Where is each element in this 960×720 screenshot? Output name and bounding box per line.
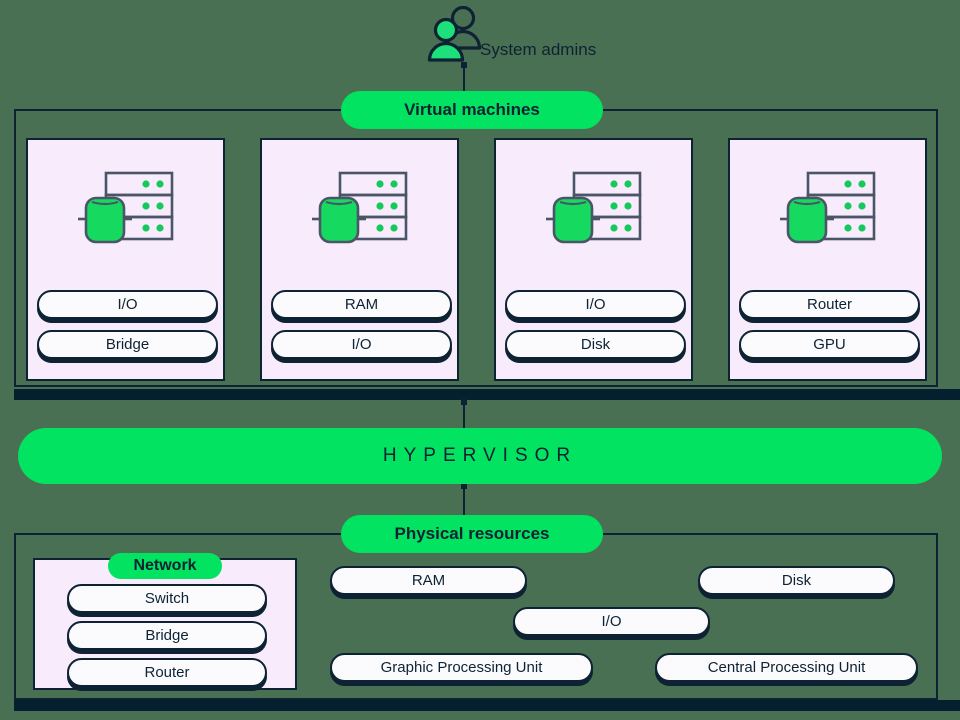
physical-resource-ram[interactable]: RAM [330,566,527,595]
vm-card-1-item-0[interactable]: I/O [37,290,218,319]
vm-card-3-item-1[interactable]: Disk [505,330,686,359]
physical-resource-disk[interactable]: Disk [698,566,895,595]
two-people-icon [427,6,482,62]
vm-card-4[interactable]: Router GPU [728,138,927,381]
vm-card-4-item-0[interactable]: Router [739,290,920,319]
vm-card-1[interactable]: I/O Bridge [26,138,225,381]
connector-hypervisor-to-physical [461,483,467,516]
server-rack-icon [311,171,407,244]
connector-admins-to-vms [461,62,467,96]
physical-resources-underbar [14,700,960,711]
vm-card-3-item-0[interactable]: I/O [505,290,686,319]
vm-card-3[interactable]: I/O Disk [494,138,693,381]
server-rack-icon [545,171,641,244]
hypervisor-bar[interactable]: HYPERVISOR [18,428,942,484]
network-item-2[interactable]: Router [67,658,267,687]
system-admins-group: System admins [424,2,624,64]
physical-resource-gpu[interactable]: Graphic Processing Unit [330,653,593,682]
virtual-machines-underbar [14,389,960,400]
physical-resource-cpu[interactable]: Central Processing Unit [655,653,918,682]
network-item-1[interactable]: Bridge [67,621,267,650]
physical-resource-io[interactable]: I/O [513,607,710,636]
server-rack-icon [779,171,875,244]
vm-card-1-item-1[interactable]: Bridge [37,330,218,359]
connector-vms-to-hypervisor [461,399,467,430]
network-badge: Network [108,553,222,579]
vm-card-2[interactable]: RAM I/O [260,138,459,381]
server-rack-icon [77,171,173,244]
vm-card-4-item-1[interactable]: GPU [739,330,920,359]
vm-card-2-item-0[interactable]: RAM [271,290,452,319]
vm-card-2-item-1[interactable]: I/O [271,330,452,359]
network-item-0[interactable]: Switch [67,584,267,613]
virtual-machines-badge: Virtual machines [341,91,603,129]
physical-resources-badge: Physical resources [341,515,603,553]
system-admins-label: System admins [480,40,597,59]
